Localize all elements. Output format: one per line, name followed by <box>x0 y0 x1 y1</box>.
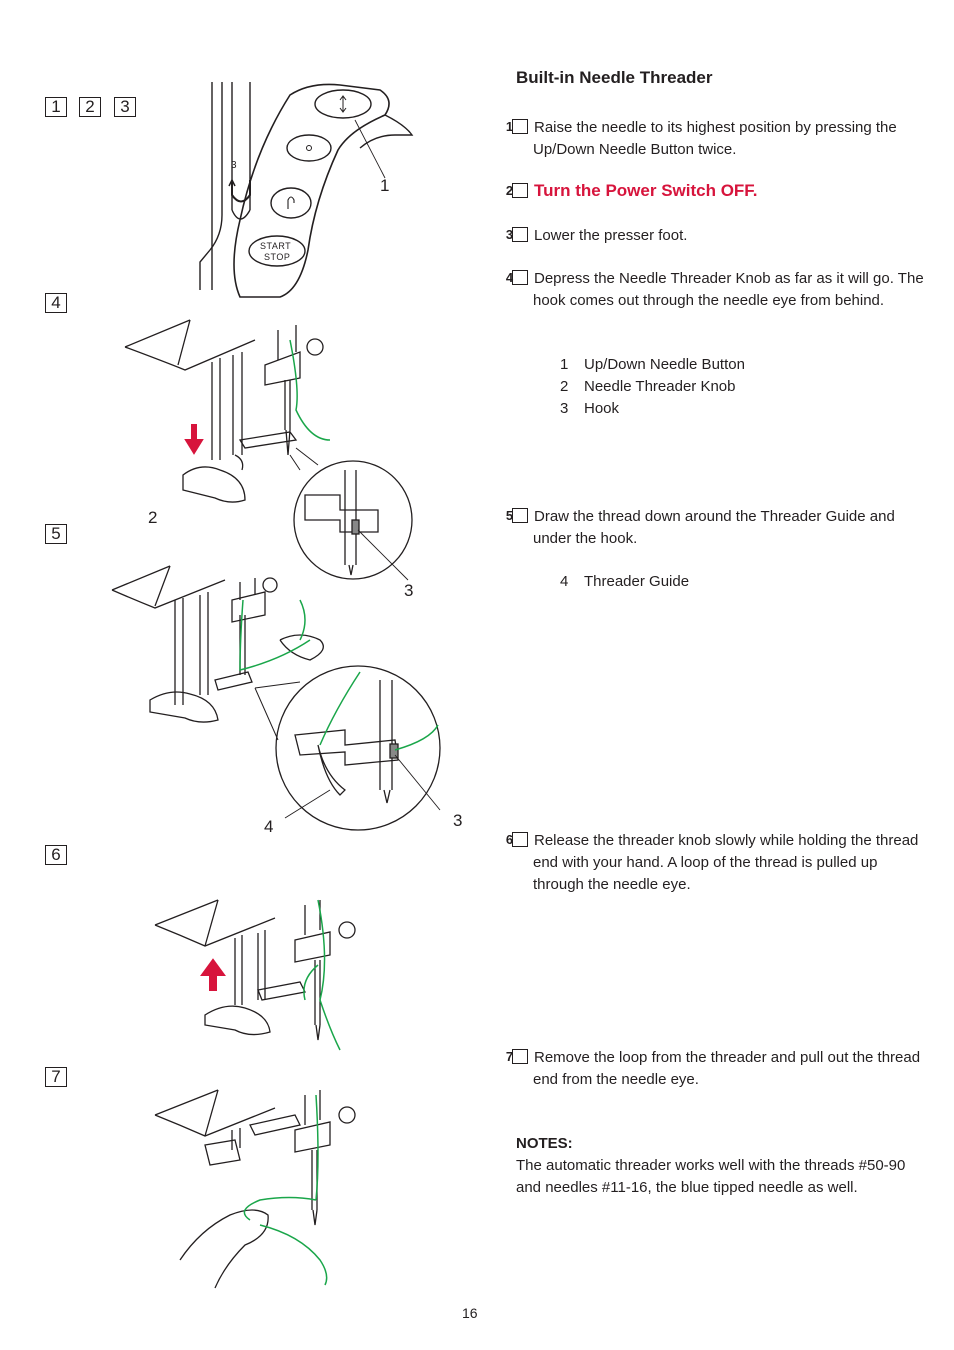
step-7-text: Remove the loop from the threader and pu… <box>533 1049 921 1088</box>
step-box-6: 6 <box>45 845 67 865</box>
step-6: 6 Release the threader knob slowly while … <box>506 830 928 896</box>
arrow-up-icon <box>200 958 226 991</box>
step-5-number: 5 <box>506 508 528 523</box>
step-1: 1 Raise the needle to its highest positio… <box>506 117 928 161</box>
step-2-number: 2 <box>506 183 528 198</box>
step-box-1: 1 <box>45 97 67 117</box>
step-3: 3 Lower the presser foot. <box>506 225 928 247</box>
step-4-number: 4 <box>506 270 528 285</box>
notes-text: The automatic threader works well with t… <box>516 1157 906 1196</box>
figure-step-7 <box>154 1089 356 1289</box>
step-box-2: 2 <box>79 97 101 117</box>
callout-3b: 3 <box>453 811 463 830</box>
callout-3a: 3 <box>404 581 414 600</box>
step-box-3: 3 <box>114 97 136 117</box>
step-5-text: Draw the thread down around the Threader… <box>533 508 895 547</box>
step-2: 2 Turn the Power Switch OFF. <box>506 180 928 203</box>
callout-2: 2 <box>148 508 158 527</box>
step-2-text: Turn the Power Switch OFF. <box>534 181 758 200</box>
step-4-text: Depress the Needle Threader Knob as far … <box>533 270 924 309</box>
step-5: 5 Draw the thread down around the Threade… <box>506 506 928 550</box>
step-3-text: Lower the presser foot. <box>534 227 688 244</box>
zoom-hook-5 <box>254 665 441 831</box>
control-panel-figure <box>199 82 414 298</box>
figure-step-6 <box>154 899 356 1041</box>
step-7: 7 Remove the loop from the threader and p… <box>506 1047 928 1091</box>
callout-4: 4 <box>264 817 274 836</box>
step-box-4: 4 <box>45 293 67 313</box>
figure-step-5 <box>111 565 324 723</box>
step-1-number: 1 <box>506 119 528 134</box>
step-box-5: 5 <box>45 524 67 544</box>
section-title: Built-in Needle Threader <box>516 68 713 87</box>
step-box-7: 7 <box>45 1067 67 1087</box>
step-6-number: 6 <box>506 832 528 847</box>
start-label: START <box>260 241 292 251</box>
step-4: 4 Depress the Needle Threader Knob as far… <box>506 268 928 312</box>
figure-step-4 <box>124 319 324 503</box>
notes-heading: NOTES: <box>516 1135 573 1152</box>
notes: NOTES: The automatic threader works well… <box>516 1133 908 1199</box>
step-6-text: Release the threader knob slowly while h… <box>533 832 919 893</box>
hook-mark-label: 3 <box>231 160 237 171</box>
arrow-down-icon <box>184 424 204 455</box>
page-number: 16 <box>462 1305 478 1321</box>
zoom-hook-4 <box>289 447 413 581</box>
step-3-number: 3 <box>506 227 528 242</box>
stop-label: STOP <box>264 252 291 262</box>
step-1-text: Raise the needle to its highest position… <box>533 119 897 158</box>
step-7-number: 7 <box>506 1049 528 1064</box>
callout-1: 1 <box>380 176 390 195</box>
